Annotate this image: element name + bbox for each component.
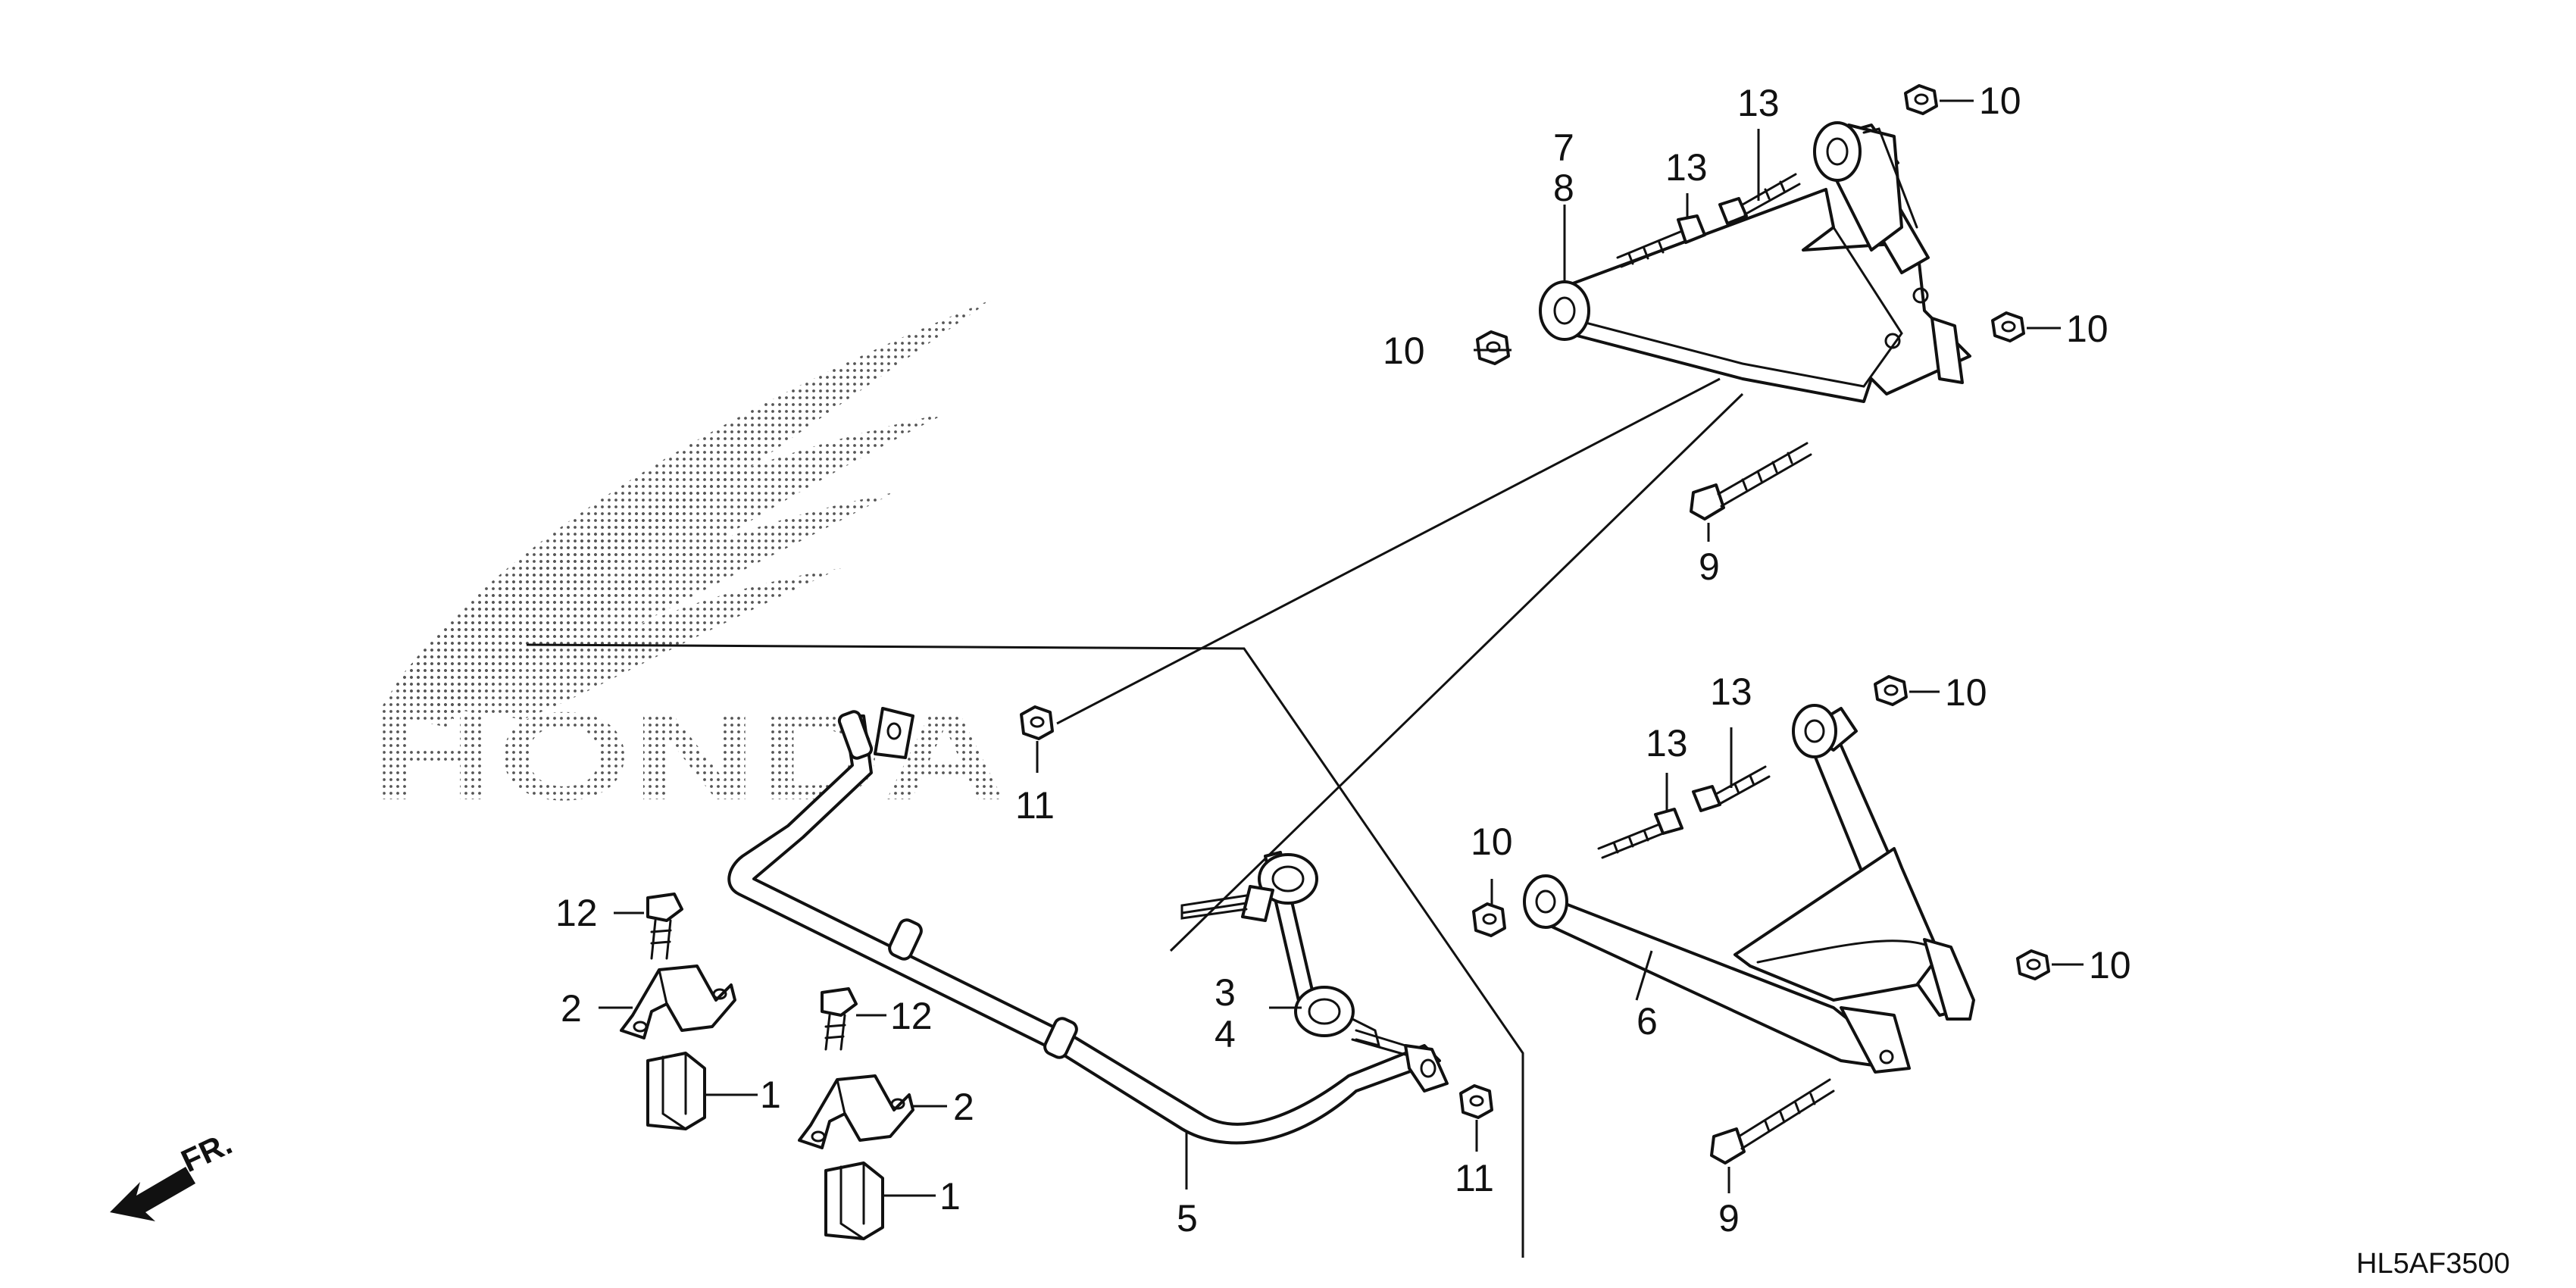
label-part-4: 4 <box>1215 1013 1236 1055</box>
label-part-2: 2 <box>561 987 582 1030</box>
front-direction-indicator: FR. <box>110 1125 237 1221</box>
label-part-11: 11 <box>1455 1157 1494 1199</box>
honda-wing-logo: HONDA <box>371 299 1008 826</box>
label-part-13: 13 <box>1646 722 1688 764</box>
label-part-11: 11 <box>1015 784 1055 827</box>
section-divider-line <box>526 643 1524 1258</box>
nut-11-upper <box>1020 705 1054 740</box>
label-part-8: 8 <box>1553 167 1574 209</box>
nut-10-lower-top <box>1874 675 1908 706</box>
label-part-3: 3 <box>1215 971 1236 1014</box>
label-part-1: 1 <box>939 1175 961 1218</box>
label-part-10: 10 <box>2066 308 2109 350</box>
bolt-13-lower-left <box>1597 808 1683 859</box>
label-part-13: 13 <box>1665 146 1708 189</box>
bolt-9-upper <box>1690 442 1812 521</box>
label-part-12: 12 <box>890 995 933 1037</box>
label-part-1: 1 <box>760 1074 781 1116</box>
flange-bolt-12-lower <box>821 987 858 1051</box>
bushing-right <box>824 1161 884 1240</box>
leader-line-upper-arm-to-link <box>1169 392 1744 952</box>
label-part-5: 5 <box>1177 1197 1198 1240</box>
bolt-13-lower-right <box>1692 765 1771 812</box>
label-part-10: 10 <box>1471 821 1513 863</box>
front-arrow-icon <box>110 1167 195 1221</box>
bolt-13-upper-right <box>1718 173 1801 225</box>
flange-bolt-12-upper <box>646 893 683 960</box>
label-part-13: 13 <box>1737 82 1780 124</box>
lower-arm <box>1523 704 1975 1074</box>
nut-10-upper-top <box>1904 84 1938 115</box>
nut-11-lower <box>1459 1084 1493 1119</box>
label-part-9: 9 <box>1699 546 1720 588</box>
bolt-13-upper-left <box>1616 214 1706 268</box>
bushing-holder-right <box>798 1074 914 1149</box>
label-part-12: 12 <box>555 892 598 934</box>
stabilizer-link <box>1180 851 1407 1056</box>
nut-10-lower-left <box>1472 902 1506 937</box>
bolt-9-lower <box>1710 1078 1835 1165</box>
label-part-6: 6 <box>1637 1000 1658 1043</box>
leader-line-upper-arm-to-nut <box>1056 377 1721 725</box>
bushing-holder-left <box>620 964 736 1039</box>
nut-10-upper-left <box>1476 330 1510 365</box>
upper-arm <box>1539 121 1971 403</box>
label-part-10: 10 <box>1383 330 1425 372</box>
stabilizer-bar <box>727 707 1449 1145</box>
drawing-code: HL5AF3500 <box>2356 1248 2510 1280</box>
nut-10-lower-right <box>2016 949 2050 980</box>
label-part-9: 9 <box>1718 1197 1740 1240</box>
nut-10-upper-right <box>1991 311 2025 342</box>
label-part-2: 2 <box>953 1086 974 1128</box>
label-part-13: 13 <box>1710 671 1752 713</box>
label-part-10: 10 <box>1945 671 1987 714</box>
label-part-10: 10 <box>2089 944 2131 986</box>
bushing-left <box>646 1052 706 1130</box>
honda-watermark-text: HONDA <box>371 686 1008 826</box>
label-part-7: 7 <box>1553 127 1574 169</box>
label-part-10: 10 <box>1979 80 2021 122</box>
